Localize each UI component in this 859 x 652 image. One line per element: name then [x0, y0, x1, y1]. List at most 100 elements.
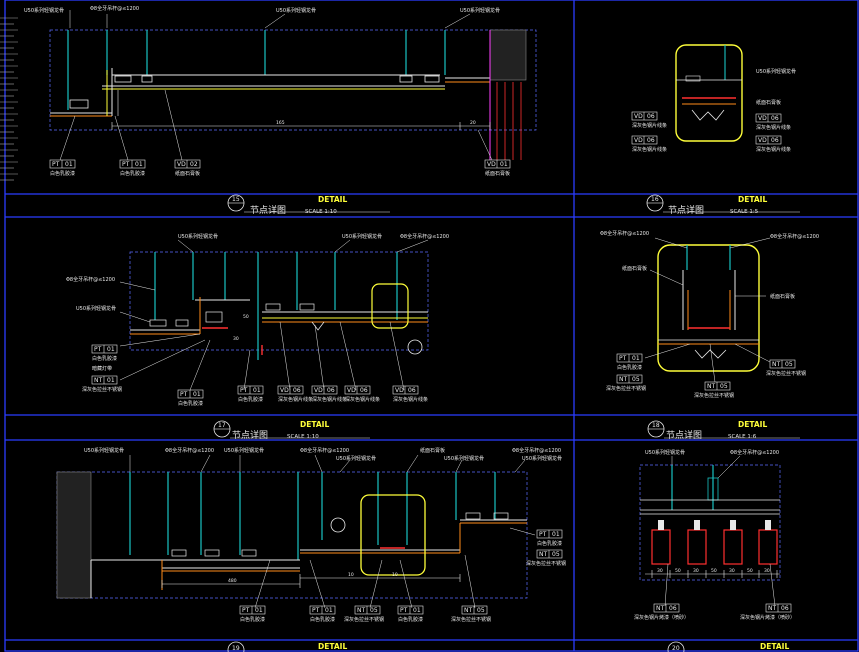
dim-label: 50	[747, 568, 753, 574]
svg-text:01: 01	[255, 607, 263, 614]
note-hanger: Φ8全牙吊杆@≤1200	[165, 447, 214, 454]
note-u50: U50系列轻钢龙骨	[522, 455, 562, 462]
detail-15-title: 15 DETAIL 节点详图 SCALE 1:10	[227, 194, 390, 216]
svg-text:VD: VD	[758, 115, 767, 122]
svg-text:深灰色钢片线条: 深灰色钢片线条	[393, 396, 428, 403]
note-hanger: Φ8全牙吊杆@≤1200	[300, 447, 349, 454]
dim-label: 50	[675, 568, 681, 574]
svg-text:05: 05	[720, 383, 728, 390]
svg-text:NT: NT	[357, 607, 365, 614]
dim-label: 10	[392, 572, 398, 578]
note-u50: U50系列轻钢龙骨	[342, 233, 382, 240]
svg-text:01: 01	[193, 391, 201, 398]
material-tag: VD 06 深灰色钢片线条	[631, 111, 667, 129]
svg-text:NT: NT	[539, 551, 547, 558]
material-tag: PT 01 白色乳胶漆	[239, 605, 266, 623]
svg-text:17: 17	[218, 422, 226, 429]
svg-text:06: 06	[647, 113, 655, 120]
material-tag: VD 01 纸面石膏板	[484, 159, 511, 177]
detail-20-drawing: 30 50 30 50 30 50 30 U50系列轻钢龙骨 Φ8全牙吊杆@≤1…	[634, 449, 795, 621]
dim-label: 20	[470, 120, 476, 126]
svg-text:PT: PT	[619, 355, 627, 362]
material-tag: NT 05 深灰色拉丝不锈钢	[766, 359, 806, 377]
svg-text:05: 05	[632, 376, 640, 383]
svg-text:深灰色钢片烤漆（喷砂）: 深灰色钢片烤漆（喷砂）	[740, 614, 795, 621]
dim-label: 165	[276, 120, 285, 126]
svg-text:06: 06	[360, 387, 368, 394]
note-u50: U50系列轻钢龙骨	[76, 305, 116, 312]
svg-text:06: 06	[669, 605, 677, 612]
detail-15-drawing: 165 20 U50系列轻钢龙骨 Φ8全牙吊杆@≤1200 U50系列轻钢龙骨 …	[24, 5, 537, 177]
svg-text:06: 06	[327, 387, 335, 394]
svg-text:06: 06	[293, 387, 301, 394]
note-u50: U50系列轻钢龙骨	[224, 447, 264, 454]
note-u50: U50系列轻钢龙骨	[756, 68, 796, 75]
svg-text:PT: PT	[312, 607, 320, 614]
svg-text:白色乳胶漆: 白色乳胶漆	[178, 400, 203, 407]
svg-text:VD: VD	[487, 161, 496, 168]
svg-text:白色乳胶漆: 白色乳胶漆	[120, 170, 145, 177]
svg-text:VD: VD	[314, 387, 323, 394]
svg-text:PT: PT	[242, 607, 250, 614]
svg-text:19: 19	[232, 645, 240, 652]
dim-label: 30	[233, 336, 239, 342]
svg-text:SCALE 1:6: SCALE 1:6	[728, 434, 757, 440]
note-gypsum: 纸面石膏板	[622, 265, 647, 272]
dim-label: 50	[711, 568, 717, 574]
dim-label: 30	[764, 568, 770, 574]
svg-text:NT: NT	[619, 376, 627, 383]
svg-text:01: 01	[500, 161, 508, 168]
svg-text:NT: NT	[772, 361, 780, 368]
dim-label: 480	[228, 578, 237, 584]
svg-text:深灰色钢片线条: 深灰色钢片线条	[632, 122, 667, 129]
detail-16-drawing: U50系列轻钢龙骨 纸面石膏板 VD 06 深灰色钢片线条 VD 06 深灰色钢片线…	[631, 44, 796, 153]
svg-text:VD: VD	[634, 113, 643, 120]
svg-text:VD: VD	[280, 387, 289, 394]
svg-text:纸面石膏板: 纸面石膏板	[485, 170, 510, 177]
svg-text:深灰色拉丝不锈钢: 深灰色拉丝不锈钢	[766, 370, 806, 377]
svg-text:06: 06	[408, 387, 416, 394]
svg-text:02: 02	[190, 161, 198, 168]
dim-label: 30	[729, 568, 735, 574]
svg-text:05: 05	[552, 551, 560, 558]
svg-text:深灰色拉丝不锈钢: 深灰色拉丝不锈钢	[694, 392, 734, 399]
svg-text:白色乳胶漆: 白色乳胶漆	[240, 616, 265, 623]
detail-17-title: 17 DETAIL 节点详图 SCALE 1:10	[213, 420, 370, 441]
note-light-strip: 暗藏灯带	[92, 365, 112, 372]
note-u50: U50系列轻钢龙骨	[24, 7, 64, 14]
note-hanger: Φ8全牙吊杆@≤1200	[730, 449, 779, 456]
svg-text:01: 01	[107, 377, 115, 384]
svg-text:NT: NT	[94, 377, 102, 384]
svg-text:DETAIL: DETAIL	[738, 195, 767, 204]
svg-text:01: 01	[552, 531, 560, 538]
svg-text:VD: VD	[177, 161, 186, 168]
svg-text:PT: PT	[400, 607, 408, 614]
svg-text:05: 05	[785, 361, 793, 368]
svg-text:NT: NT	[464, 607, 472, 614]
sheet-frame	[4, 0, 859, 652]
svg-text:PT: PT	[52, 161, 60, 168]
svg-text:01: 01	[107, 346, 115, 353]
svg-text:VD: VD	[347, 387, 356, 394]
svg-text:NT: NT	[768, 605, 776, 612]
note-u50: U50系列轻钢龙骨	[336, 455, 376, 462]
note-gypsum: 纸面石膏板	[756, 99, 781, 106]
note-u50: U50系列轻钢龙骨	[178, 233, 218, 240]
svg-text:18: 18	[652, 422, 660, 429]
svg-text:01: 01	[413, 607, 421, 614]
note-u50: U50系列轻钢龙骨	[84, 447, 124, 454]
